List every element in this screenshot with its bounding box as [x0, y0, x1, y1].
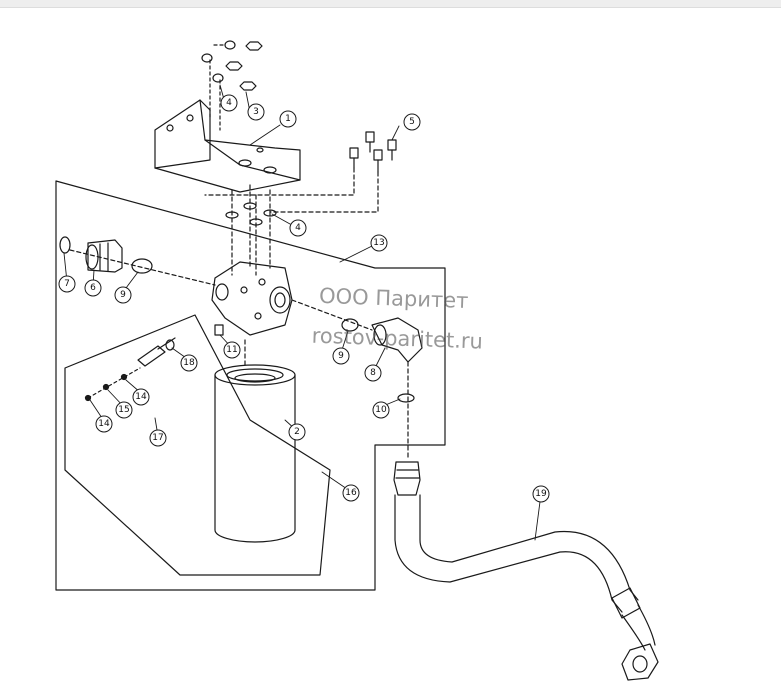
callout-label-17: 17 — [152, 433, 163, 443]
watermark-url: rostov-paritet.ru — [311, 324, 483, 354]
callout-4a — [220, 94, 238, 112]
callout-16 — [342, 484, 360, 502]
callout-label-9a: 9 — [120, 290, 126, 300]
callout-label-15: 15 — [118, 405, 129, 415]
callout-label-8: 8 — [370, 368, 376, 378]
callout-9b — [332, 347, 350, 365]
callout-17 — [149, 429, 167, 447]
callout-label-10: 10 — [375, 405, 387, 415]
sensor-kit — [84, 337, 176, 402]
callout-13 — [370, 234, 388, 252]
callout-label-14b: 14 — [98, 419, 110, 429]
callout-18 — [180, 354, 198, 372]
callout-5 — [403, 113, 421, 131]
callout-9a — [114, 286, 132, 304]
callouts — [58, 94, 550, 503]
lower-washers — [225, 184, 277, 276]
mounting-bracket — [154, 99, 301, 193]
watermark: ООО Паритет rostov-paritet.ru — [311, 284, 483, 354]
callout-7 — [58, 275, 76, 293]
callout-6 — [84, 279, 102, 297]
callout-label-3: 3 — [253, 107, 259, 117]
callout-19 — [532, 485, 550, 503]
callout-8 — [364, 364, 382, 382]
hydraulic-hose — [393, 461, 659, 681]
leader-lines — [63, 84, 542, 541]
callout-4b — [289, 219, 307, 237]
callout-label-7: 7 — [64, 279, 70, 289]
top-bar — [0, 0, 781, 8]
filter-cartridge — [214, 339, 296, 543]
callout-label-18: 18 — [183, 358, 195, 368]
callout-14a — [132, 388, 150, 406]
filter-head — [211, 261, 293, 336]
top-nuts-washers — [201, 40, 263, 131]
callout-labels: 1 3 4 5 4 13 7 6 9 9 8 10 11 18 2 14 15 … — [64, 98, 547, 499]
callout-15 — [115, 401, 133, 419]
callout-label-9b: 9 — [338, 351, 344, 361]
callout-label-16: 16 — [345, 488, 357, 498]
bolts-set — [204, 131, 397, 213]
callout-label-14a: 14 — [135, 392, 147, 402]
callout-label-11: 11 — [226, 345, 237, 355]
callout-label-13: 13 — [373, 238, 384, 248]
elbow-fitting — [291, 299, 423, 461]
kit-boundary-outline — [64, 314, 331, 576]
callout-label-4a: 4 — [226, 98, 232, 108]
watermark-company: ООО Паритет — [319, 284, 469, 313]
callout-label-4b: 4 — [295, 223, 301, 233]
quick-connector — [59, 236, 216, 286]
callout-label-6: 6 — [90, 283, 96, 293]
callout-2 — [288, 423, 306, 441]
callout-label-1: 1 — [285, 114, 291, 124]
callout-label-2: 2 — [294, 427, 300, 437]
assembly-boundary-outline — [55, 180, 446, 591]
callout-label-5: 5 — [409, 117, 415, 127]
callout-1 — [279, 110, 297, 128]
callout-label-19: 19 — [535, 489, 547, 499]
callout-10 — [372, 401, 390, 419]
callout-14b — [95, 415, 113, 433]
callout-11 — [223, 341, 241, 359]
callout-3 — [247, 103, 265, 121]
